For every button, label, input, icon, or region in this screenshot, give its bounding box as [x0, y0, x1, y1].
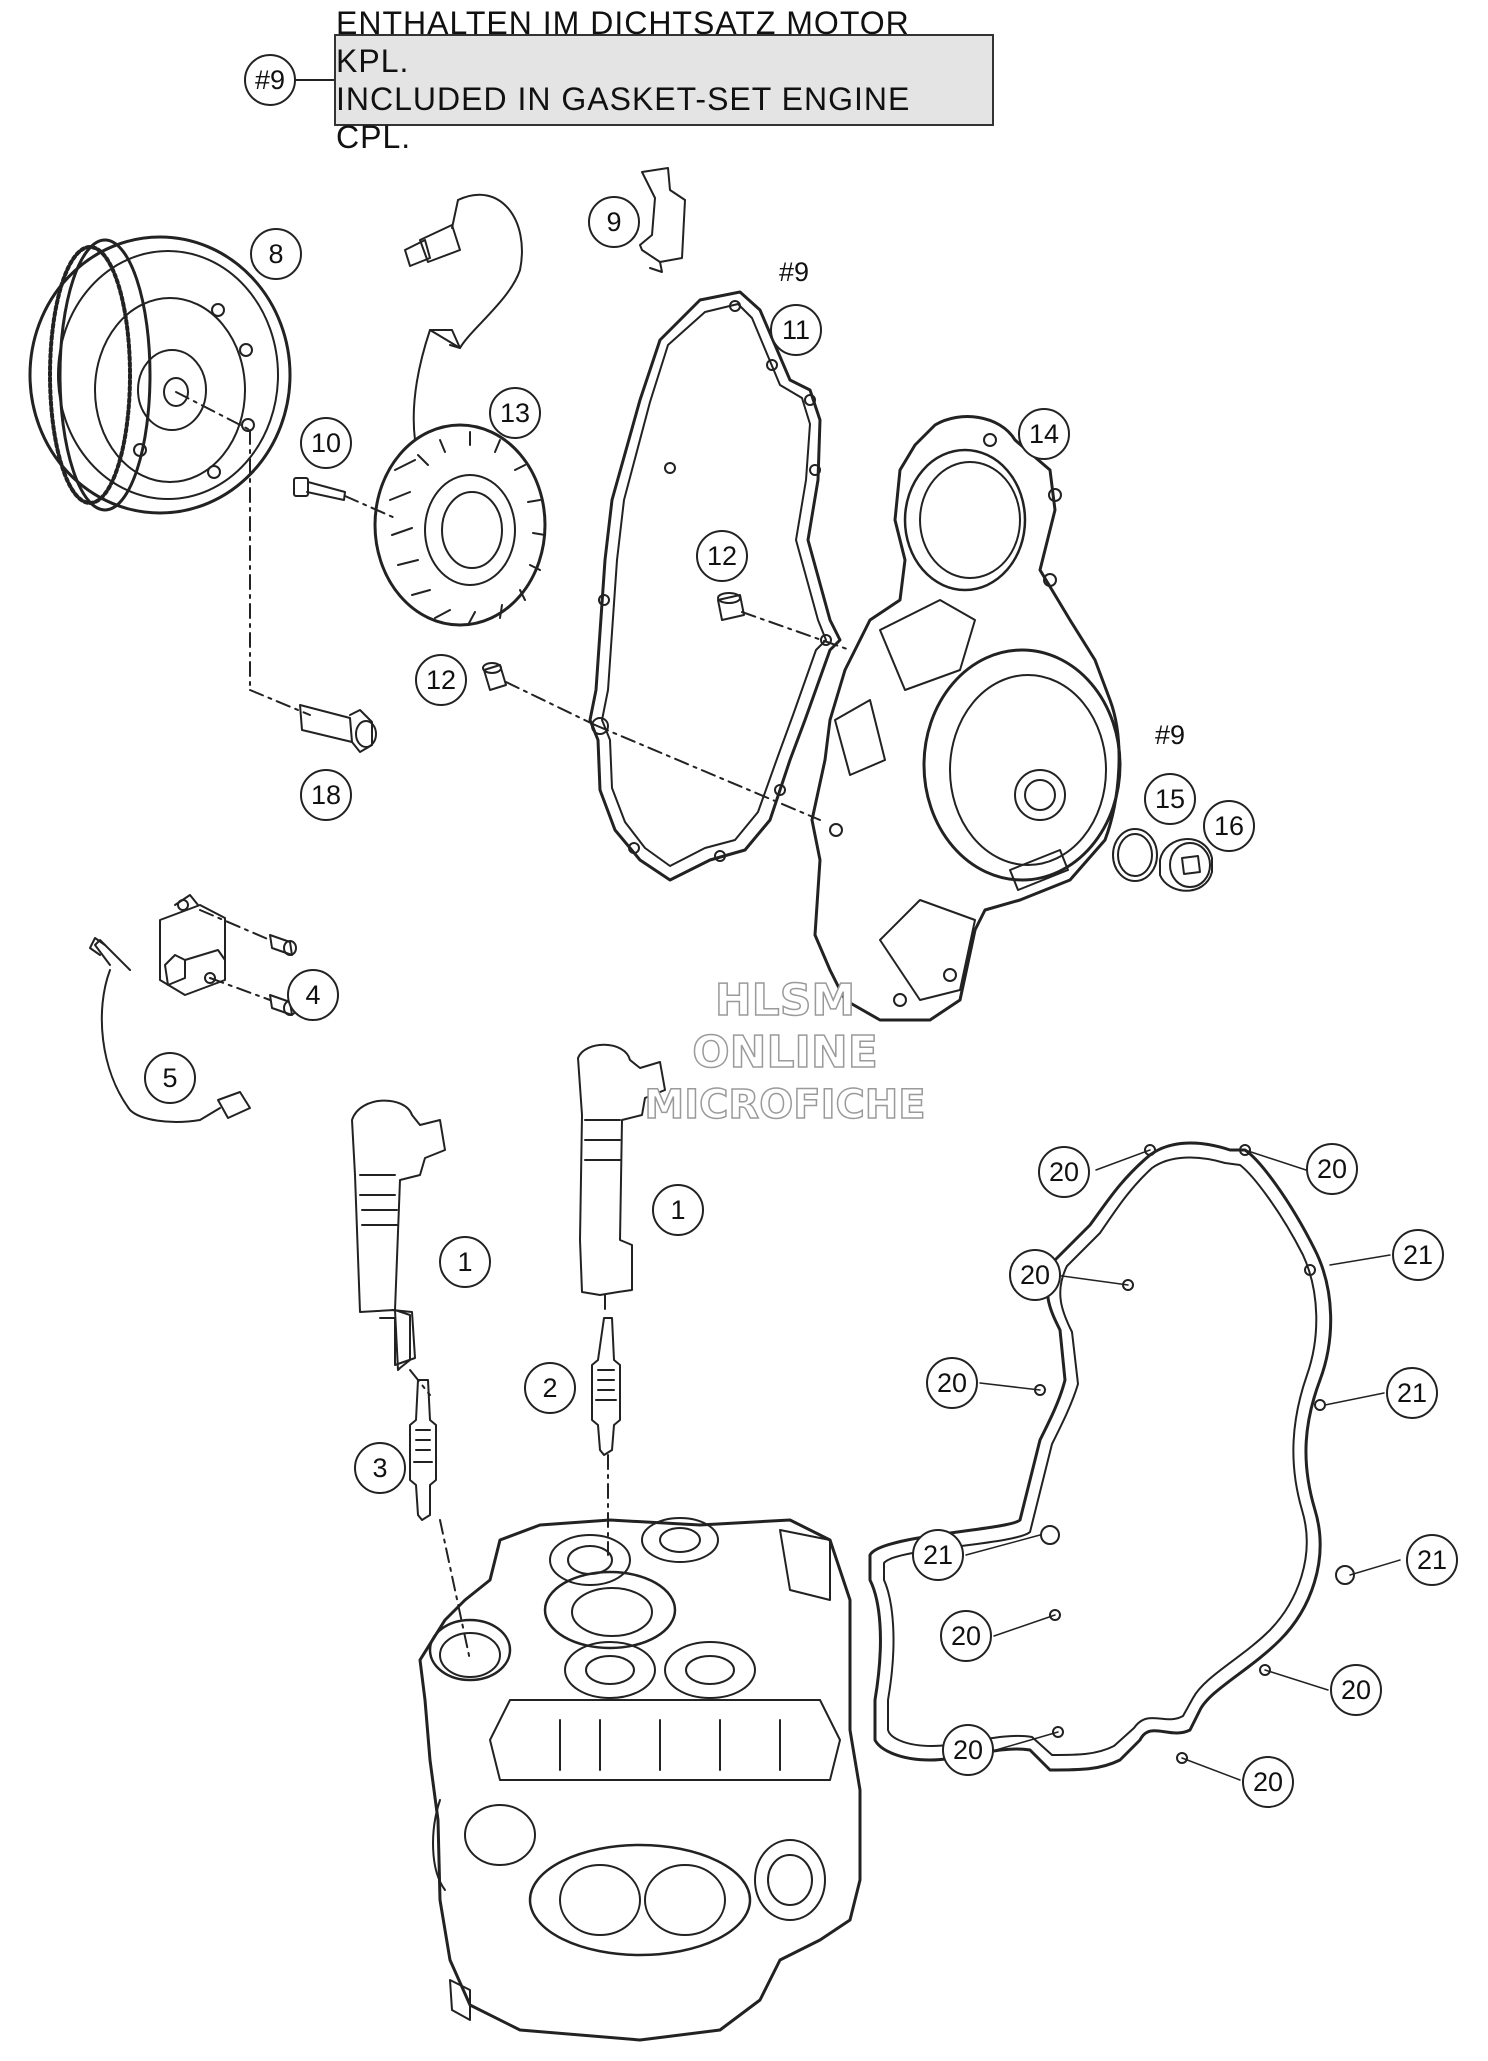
callout-5: 5: [144, 1052, 196, 1104]
gasket-lower: [868, 1141, 1355, 1772]
flywheel: [28, 235, 292, 515]
callout-label: 20: [1048, 1156, 1080, 1187]
note-line-german: ENTHALTEN IM DICHTSATZ MOTOR KPL.: [336, 5, 910, 79]
callout-label: 8: [268, 238, 284, 269]
callout-8: 8: [250, 228, 302, 280]
callout-20-g: 20: [942, 1724, 994, 1776]
callout-12-lower: 12: [415, 654, 467, 706]
ignition-coil-left: [351, 1099, 446, 1371]
note-callout: #9: [244, 54, 296, 106]
dowel-pin-lower: [482, 662, 507, 691]
callout-21-c: 21: [912, 1529, 964, 1581]
callout-label: 13: [499, 397, 531, 428]
callout-label: 2: [542, 1372, 558, 1403]
callout-21-b: 21: [1386, 1367, 1438, 1419]
callout-label: 20: [952, 1734, 984, 1765]
callout-label: #9: [1154, 719, 1186, 750]
callout-12-upper: 12: [696, 530, 748, 582]
bolt-10: [293, 477, 346, 501]
callout-15: 15: [1144, 773, 1196, 825]
callout-label: 21: [1396, 1377, 1428, 1408]
callout-label: 20: [1340, 1674, 1372, 1705]
callout-label: 20: [1019, 1259, 1051, 1290]
callout-20-b: 20: [1306, 1143, 1358, 1195]
watermark-line-1: HLSM: [714, 974, 856, 1027]
callout-16: 16: [1203, 800, 1255, 852]
callout-9-ref-lower: #9: [1144, 709, 1196, 761]
callout-label: 5: [162, 1062, 178, 1093]
screw-plug: [1159, 838, 1213, 892]
callout-label: 1: [670, 1194, 686, 1225]
callout-label: 3: [372, 1452, 388, 1483]
callout-label: 4: [305, 979, 321, 1010]
callout-label: 12: [425, 664, 457, 695]
callout-14: 14: [1018, 408, 1070, 460]
callout-3: 3: [354, 1442, 406, 1494]
callout-label: 12: [706, 540, 738, 571]
pulse-generator: [89, 894, 251, 1123]
callout-label: 16: [1213, 810, 1245, 841]
dowel-pin-upper: [717, 592, 745, 621]
callout-20-h: 20: [1242, 1756, 1294, 1808]
spark-plug-2: [591, 1317, 621, 1456]
callout-20-d: 20: [926, 1357, 978, 1409]
callout-13: 13: [489, 387, 541, 439]
callout-21-a: 21: [1392, 1229, 1444, 1281]
callout-label: 15: [1154, 783, 1186, 814]
callout-1-left: 1: [439, 1236, 491, 1288]
callout-20-e: 20: [940, 1610, 992, 1662]
callout-label: 21: [1402, 1239, 1434, 1270]
gasket-upper: [588, 290, 842, 882]
callout-label: 1: [457, 1246, 473, 1277]
callout-9-ref-upper: #9: [768, 246, 820, 298]
watermark-line-3: MICROFICHE: [644, 1081, 927, 1129]
callout-21-d: 21: [1406, 1534, 1458, 1586]
callout-label: 10: [310, 427, 342, 458]
callout-label: 20: [1252, 1766, 1284, 1797]
gasket-set-note: ENTHALTEN IM DICHTSATZ MOTOR KPL. INCLUD…: [334, 5, 994, 155]
callout-20-c: 20: [1009, 1249, 1061, 1301]
bolt-18: [299, 704, 377, 753]
clip-9: [639, 167, 686, 273]
callout-9: 9: [588, 196, 640, 248]
callout-11: 11: [770, 304, 822, 356]
watermark: HLSM ONLINE MICROFICHE: [620, 974, 950, 1131]
o-ring: [1112, 828, 1158, 882]
callout-label: 20: [950, 1620, 982, 1651]
callout-18: 18: [300, 769, 352, 821]
callout-label: 21: [1416, 1544, 1448, 1575]
watermark-line-2: ONLINE: [691, 1026, 878, 1079]
callout-label: #9: [778, 256, 810, 287]
stator: [373, 193, 547, 627]
callout-label: 18: [310, 779, 342, 810]
callout-1-right: 1: [652, 1184, 704, 1236]
note-line-english: INCLUDED IN GASKET-SET ENGINE CPL.: [336, 81, 911, 155]
spark-plug-3: [409, 1379, 437, 1521]
callout-label: 20: [936, 1367, 968, 1398]
screw-4a: [269, 934, 297, 956]
note-ref-label: #9: [254, 64, 286, 95]
callout-20-a: 20: [1038, 1146, 1090, 1198]
callout-4: 4: [287, 969, 339, 1021]
callout-label: 20: [1316, 1153, 1348, 1184]
callout-label: 11: [781, 314, 811, 345]
callout-10: 10: [300, 417, 352, 469]
callout-20-f: 20: [1330, 1664, 1382, 1716]
ignition-cover: [810, 415, 1122, 1022]
callout-label: 21: [922, 1539, 954, 1570]
callout-label: 14: [1028, 418, 1060, 449]
callout-label: 9: [606, 206, 622, 237]
callout-2: 2: [524, 1362, 576, 1414]
ignition-coil-right: [577, 1043, 666, 1296]
cylinder-head: [418, 1517, 862, 2042]
